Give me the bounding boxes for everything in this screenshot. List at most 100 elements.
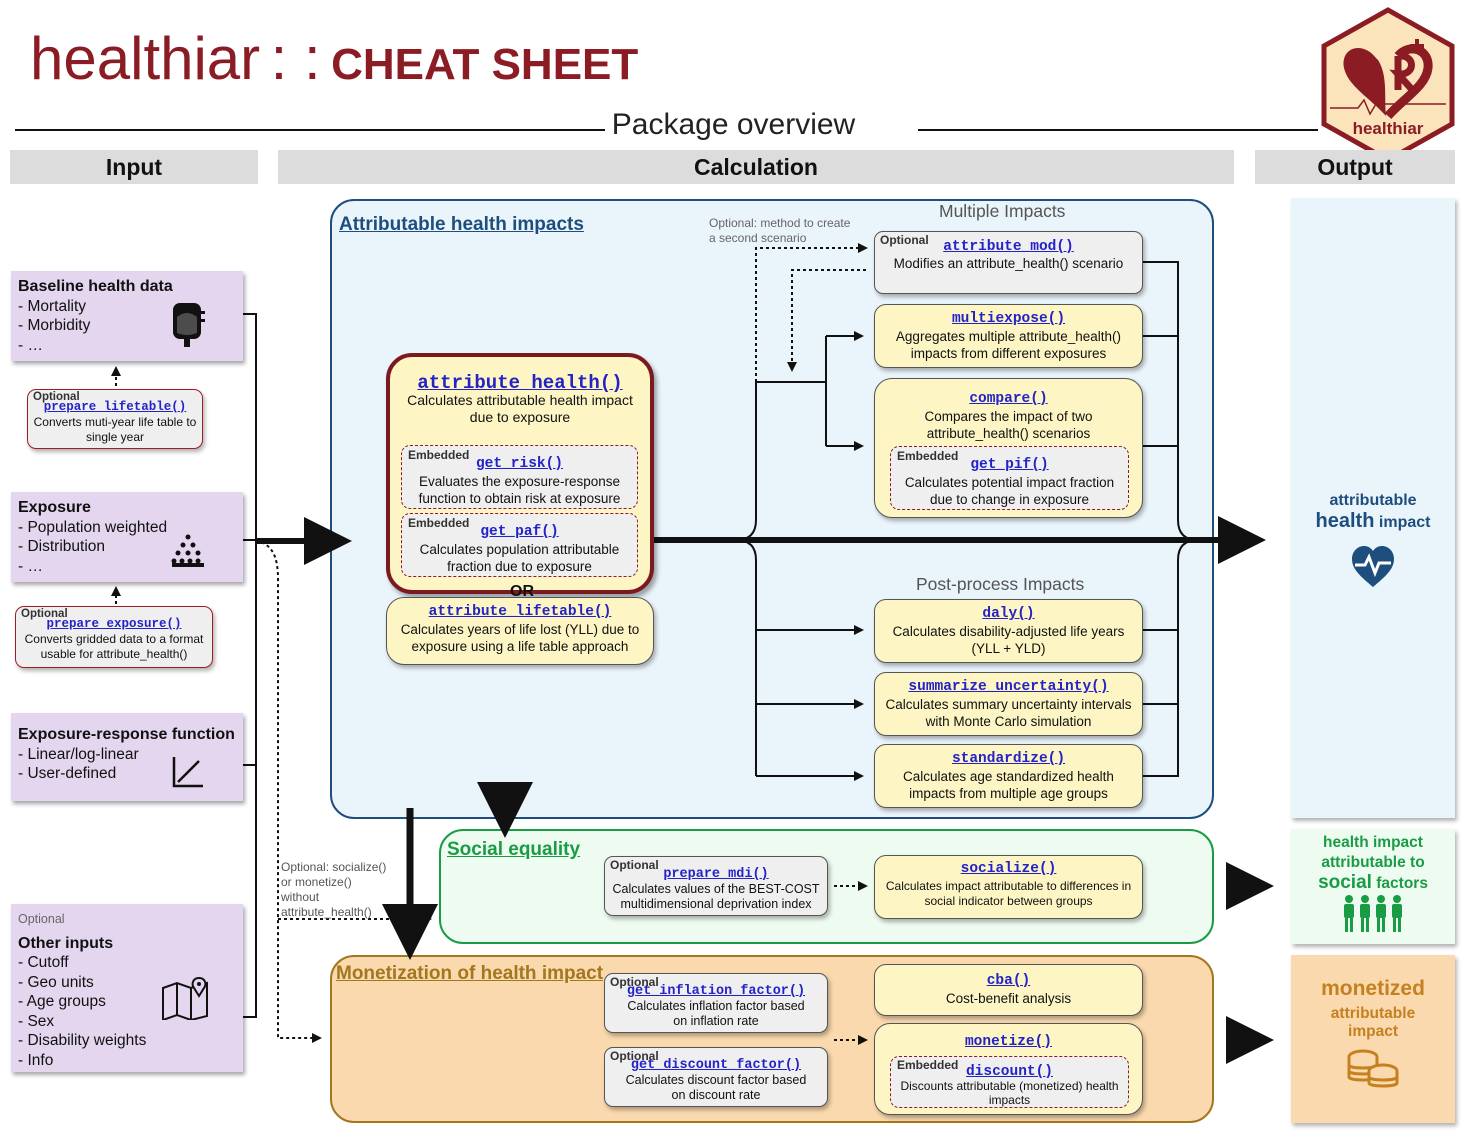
heart-pulse-icon (1352, 546, 1394, 587)
get-risk-link[interactable]: get_risk() (475, 456, 563, 472)
title-sheet: CHEAT SHEET (331, 40, 639, 89)
section-title: Package overview (0, 108, 1467, 142)
standardize-link[interactable]: standardize() (951, 751, 1066, 767)
map-pin-icon (162, 976, 208, 1020)
input-erf: Exposure-response function - Linear/log-… (11, 713, 243, 801)
cba-desc: Cost-benefit analysis (945, 991, 1072, 1006)
get-pif-link[interactable]: get_pif() (970, 457, 1049, 473)
attribute-lifetable-desc: Calculates years of life lost (YLL) due … (400, 622, 640, 654)
prepare-lifetable-desc: Converts muti-year life table to single … (33, 415, 197, 444)
discount-link[interactable]: discount() (965, 1064, 1053, 1080)
monetize-link[interactable]: monetize() (964, 1034, 1052, 1050)
get-paf-box: Embedded get_paf() Calculates population… (401, 513, 638, 577)
coins-icon (1347, 1049, 1399, 1088)
input-baseline-item: - Mortality (18, 297, 87, 315)
input-erf-title: Exposure-response function (18, 726, 235, 743)
page-title: healthiar : : CHEAT SHEET (30, 24, 638, 93)
compare-desc: Compares the impact of two attribute_hea… (924, 409, 1093, 441)
input-baseline: Baseline health data - Mortality - Morbi… (11, 271, 243, 361)
optional-tag: Optional (610, 1049, 659, 1063)
column-header-output: Output (1255, 150, 1455, 184)
output-monetized-l2: attributable (1330, 1005, 1416, 1022)
daly-desc: Calculates disability-adjusted life year… (892, 624, 1125, 656)
get-risk-desc: Evaluates the exposure-response function… (418, 474, 621, 506)
discount-factor-link[interactable]: get_discount_factor() (630, 1058, 802, 1073)
input-other-item: - Sex (18, 1012, 55, 1030)
attribute-health-desc: Calculates attributable health impact du… (407, 392, 633, 425)
attribute-lifetable-box: attribute_lifetable() Calculates years o… (386, 597, 654, 665)
input-exposure-item: - Population weighted (18, 518, 168, 536)
chart-line-icon (172, 757, 203, 788)
input-other: Optional Other inputs - Cutoff - Geo uni… (11, 904, 243, 1072)
scenario-note: Optional: method to create a second scen… (709, 216, 851, 245)
input-baseline-title: Baseline health data (18, 278, 173, 295)
title-pkg: healthiar (30, 25, 261, 92)
input-other-item: - Cutoff (18, 954, 69, 971)
discount-desc: Discounts attributable (monetized) healt… (900, 1079, 1119, 1107)
or-label: OR (510, 583, 534, 600)
multiexpose-box: multiexpose() Aggregates multiple attrib… (874, 304, 1143, 368)
optional-tag: Optional (33, 391, 80, 403)
column-header-input: Input (10, 150, 258, 184)
output-monetized-l3: impact (1348, 1023, 1398, 1040)
summarize-uncertainty-box: summarize_uncertainty() Calculates summa… (874, 672, 1143, 736)
prepare-mdi-link[interactable]: prepare_mdi() (663, 867, 769, 882)
socialize-link[interactable]: socialize() (960, 861, 1057, 877)
optional-tag: Optional (610, 858, 659, 872)
overview-text: Package overview (611, 108, 856, 141)
input-exposure: Exposure - Population weighted - Distrib… (11, 492, 243, 582)
inflation-factor-desc: Calculates inflation factor based on inf… (627, 999, 805, 1028)
multiexpose-link[interactable]: multiexpose() (951, 311, 1066, 327)
prepare-exposure-link[interactable]: prepare_exposure() (46, 617, 182, 631)
get-paf-link[interactable]: get_paf() (480, 524, 559, 540)
cba-link[interactable]: cba() (986, 973, 1031, 989)
prepare-exposure-box: Optional prepare_exposure() Converts gri… (15, 606, 213, 668)
get-pif-desc: Calculates potential impact fraction due… (904, 475, 1115, 507)
optional-tag: Optional (610, 975, 659, 989)
population-icon (171, 534, 204, 567)
logo-text: healthiar (1352, 119, 1424, 138)
header-rule-left (15, 129, 605, 131)
standardize-desc: Calculates age standardized health impac… (903, 769, 1114, 801)
attribute-mod-box: Optional attribute_mod() Modifies an att… (874, 231, 1143, 294)
standardize-box: standardize() Calculates age standardize… (874, 744, 1143, 808)
discount-box: Embedded discount() Discounts attributab… (890, 1056, 1129, 1108)
output-social-l1: health impact (1323, 834, 1423, 851)
input-other-item: - Geo units (18, 973, 94, 991)
cba-box: cba() Cost-benefit analysis (874, 964, 1143, 1016)
column-header-calculation: Calculation (278, 150, 1234, 184)
embedded-tag: Embedded (897, 1058, 959, 1072)
prepare-lifetable-link[interactable]: prepare_lifetable() (43, 400, 187, 414)
embedded-tag: Embedded (408, 448, 470, 462)
input-exposure-title: Exposure (18, 499, 91, 516)
attribute-lifetable-link[interactable]: attribute_lifetable() (428, 604, 612, 620)
inflation-factor-link[interactable]: get_inflation_factor() (626, 984, 806, 999)
output-health-l1: attributable (1329, 492, 1417, 509)
optional-tag: Optional (18, 912, 65, 926)
output-monetized: monetized attributable impact (1291, 955, 1455, 1123)
daly-link[interactable]: daly() (982, 606, 1035, 622)
attribute-health-link[interactable]: attribute_health() (417, 372, 623, 394)
output-health-l3: impact (1378, 514, 1431, 531)
output-health: attributable health impact (1291, 198, 1455, 818)
compare-link[interactable]: compare() (969, 391, 1048, 407)
input-baseline-item: - Morbidity (18, 317, 91, 334)
input-exposure-item: - … (18, 557, 43, 575)
input-erf-item: - Linear/log-linear (18, 745, 139, 763)
input-baseline-item: - … (18, 336, 43, 354)
title-separator: : : (270, 25, 321, 92)
output-social-l2: attributable to (1321, 854, 1425, 871)
output-monetized-l1: monetized (1321, 977, 1425, 1000)
summarize-uncertainty-link[interactable]: summarize_uncertainty() (908, 679, 1109, 695)
optional-tag: Optional (880, 233, 929, 247)
attribute-mod-desc: Modifies an attribute_health() scenario (893, 256, 1124, 271)
input-erf-item: - User-defined (18, 765, 117, 782)
discount-factor-box: Optional get_discount_factor() Calculate… (604, 1047, 828, 1107)
people-group-icon (1344, 895, 1402, 932)
attribute-mod-link[interactable]: attribute_mod() (943, 239, 1074, 255)
get-risk-box: Embedded get_risk() Evaluates the exposu… (401, 445, 638, 509)
post-process-title: Post-process Impacts (916, 574, 1085, 594)
socialize-box: socialize() Calculates impact attributab… (874, 855, 1143, 919)
output-social: health impact attributable to social fac… (1291, 829, 1455, 944)
